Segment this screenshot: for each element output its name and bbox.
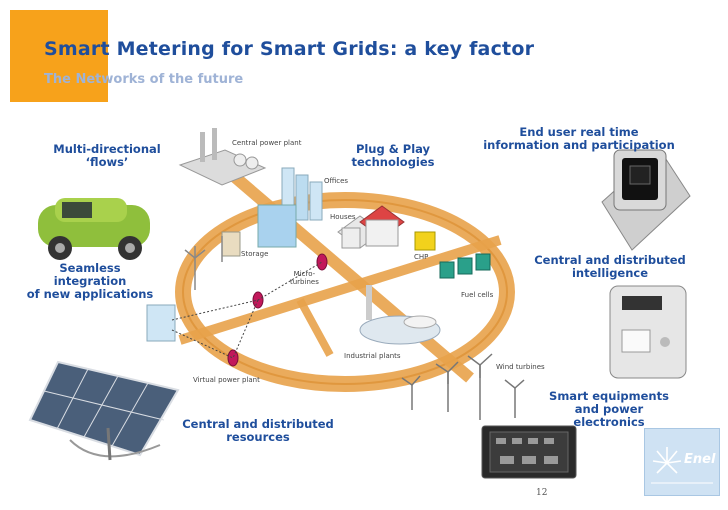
smart-meter-icon xyxy=(609,285,687,379)
page-title: Smart Metering for Smart Grids: a key fa… xyxy=(44,38,535,60)
offices-icon xyxy=(257,167,323,248)
chp-icon xyxy=(414,231,436,251)
label-chp: CHP xyxy=(414,253,429,261)
electric-car-icon xyxy=(38,198,150,260)
power-electronics-board-icon xyxy=(481,425,577,479)
virtual-plant-building xyxy=(146,304,176,342)
micro-turbine-icon xyxy=(227,253,328,367)
storage-icon xyxy=(221,231,241,257)
orange-accent-square xyxy=(10,10,108,102)
solar-panel-icon xyxy=(28,360,180,461)
label-virtual-power-plant: Virtual power plant xyxy=(193,376,260,384)
callout-multi-directional-flows: Multi-directional‘flows’ xyxy=(53,142,161,169)
grid-road xyxy=(211,155,474,383)
page-number: 12 xyxy=(536,488,548,498)
grid-road xyxy=(296,298,334,357)
fuel-cells-icon xyxy=(439,253,491,279)
label-central-power-plant: Central power plant xyxy=(232,139,302,147)
houses-icon xyxy=(337,205,405,249)
label-wind-turbines: Wind turbines xyxy=(496,363,545,371)
display-terminal-icon xyxy=(601,149,691,251)
central-power-plant-icon xyxy=(178,128,267,186)
wind-turbine-small-icon xyxy=(184,236,223,290)
page-subtitle: The Networks of the future xyxy=(44,72,244,87)
grid-road xyxy=(178,235,502,345)
label-houses: Houses xyxy=(330,213,356,221)
enel-logo xyxy=(644,428,720,496)
label-fuel-cells: Fuel cells xyxy=(461,291,494,299)
label-storage: Storage xyxy=(241,250,269,258)
label-micro-turbines: Micro- turbines xyxy=(290,270,319,286)
enel-logo-text: Enel xyxy=(684,452,716,467)
label-industrial-plants: Industrial plants xyxy=(344,352,401,360)
wind-turbines-icon xyxy=(401,353,525,420)
industrial-plants-icon xyxy=(359,285,441,345)
enel-logo-mark-icon xyxy=(651,447,713,484)
label-offices: Offices xyxy=(324,177,349,185)
